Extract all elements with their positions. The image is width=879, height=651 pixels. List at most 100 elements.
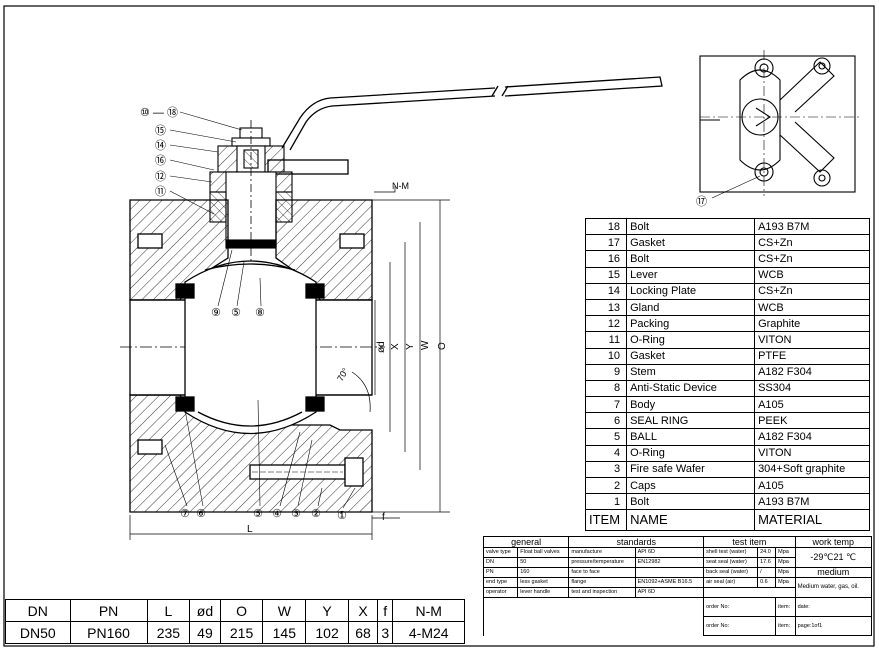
bom-cell-name: Gasket (626, 347, 756, 365)
bom-cell-name: Packing (626, 315, 756, 333)
dim-label-f: f (382, 512, 385, 523)
dimension-lines (129, 186, 450, 540)
bom-cell-name: Locking Plate (626, 282, 756, 300)
balloon-1: ① (337, 510, 347, 522)
valve-body (120, 199, 385, 513)
balloon-leaders (164, 111, 356, 509)
tb-std-v0: API 6D (634, 547, 705, 558)
balloon-12: ⑫ (155, 170, 166, 183)
bom-cell-name: Fire safe Wafer (626, 460, 756, 479)
bom-cell-name: Stem (626, 363, 756, 381)
balloon-5-mid: ⑤ (231, 307, 241, 319)
tb-medium-value: Medium water, gas, oil. (794, 577, 873, 598)
tb-test-k0: shell test (water) (703, 547, 759, 558)
tb-test-v2: / (757, 567, 777, 578)
bom-cell-no: 4 (584, 444, 628, 462)
tb-gen-k4: operator (482, 587, 519, 598)
balloon-4: ④ (272, 508, 282, 520)
bom-cell-material: PTFE (754, 347, 870, 365)
tb-gen-k1: DN (482, 557, 519, 568)
dim-value: 49 (189, 621, 221, 644)
balloon-7: ⑦ (180, 508, 190, 520)
tb-gen-v3: less gasket (517, 577, 570, 588)
dim-value: 102 (305, 621, 349, 644)
balloon-6: ⑥ (196, 508, 206, 520)
lever-handle (267, 76, 663, 175)
dim-value: 68 (347, 621, 379, 644)
bom-header-row: ITEM NAME MATERIAL (584, 509, 870, 532)
tb-test-v1: 17.6 (757, 557, 777, 568)
bom-cell-no: 6 (584, 412, 628, 430)
bom-cell-no: 16 (584, 250, 628, 268)
bom-cell-no: 2 (584, 476, 628, 495)
tb-test-v3: 0.6 (757, 577, 777, 588)
dim-header: DN (5, 599, 71, 622)
bom-cell-material: CS+Zn (754, 234, 870, 252)
tb-test-k2: back seal (water) (703, 567, 759, 578)
bom-cell-material: A193 B7M (754, 217, 870, 236)
tb-gen-v2: 160 (517, 567, 570, 578)
balloon-9: ⑨ (211, 307, 221, 319)
balloon-10-18: ⑩ — ⑱ (140, 106, 178, 119)
bom-cell-no: 8 (584, 379, 628, 398)
drawing-frame (3, 5, 875, 647)
bom-cell-material: A105 (754, 396, 870, 414)
bom-cell-name: Gasket (626, 234, 756, 252)
dim-header: ød (189, 599, 221, 622)
bom-cell-name: O-Ring (626, 331, 756, 349)
balloon-15: ⑮ (155, 124, 166, 137)
bom-cell-material: SS304 (754, 379, 870, 398)
balloon-2: ② (311, 508, 321, 520)
bom-cell-material: CS+Zn (754, 282, 870, 300)
bom-cell-no: 13 (584, 298, 628, 317)
bom-cell-name: Bolt (626, 493, 756, 511)
tb-gen-v0: Float ball valves (517, 547, 570, 558)
dim-header: N-M (392, 599, 465, 622)
bom-cell-name: Body (626, 396, 756, 414)
tb-work-temp: work temp (794, 536, 873, 548)
dim-value: DN50 (5, 621, 71, 644)
tb-std-v4: API 6D (634, 587, 705, 598)
tb-gen-k3: end type (482, 577, 519, 588)
dim-label-x: X (390, 343, 401, 350)
bom-cell-name: Bolt (626, 217, 756, 236)
bom-cell-material: A182 F304 (754, 428, 870, 446)
bom-cell-material: WCB (754, 266, 870, 284)
dim-label-nm: N-M (392, 181, 409, 191)
bom-cell-no: 18 (584, 217, 628, 236)
tb-order-c1: page:1of1 (794, 616, 873, 636)
dim-label-l: L (247, 524, 253, 535)
bom-cell-no: 1 (584, 493, 628, 511)
dim-label-w: W (420, 340, 431, 350)
bom-cell-name: Gland (626, 298, 756, 317)
balloon-5: ⑤ (253, 508, 263, 520)
dim-value: 235 (146, 621, 191, 644)
tb-test-u0: Mpa (775, 547, 796, 558)
tb-test-k3: air seal (air) (703, 577, 759, 588)
tb-gen-v4: lever handle (517, 587, 570, 598)
dim-value: PN160 (69, 621, 148, 644)
dim-header: Y (305, 599, 349, 622)
tb-order-c0: date: (794, 597, 873, 617)
bom-header-name: NAME (626, 509, 756, 532)
dim-header: X (347, 599, 379, 622)
dim-value: 4-M24 (392, 621, 465, 644)
balloon-17: ⑰ (696, 195, 707, 208)
tb-medium: medium (794, 567, 873, 578)
tb-order-b1: item: (775, 616, 796, 636)
tb-order-a1: order No: (703, 616, 777, 636)
balloon-8: ⑧ (255, 307, 265, 319)
